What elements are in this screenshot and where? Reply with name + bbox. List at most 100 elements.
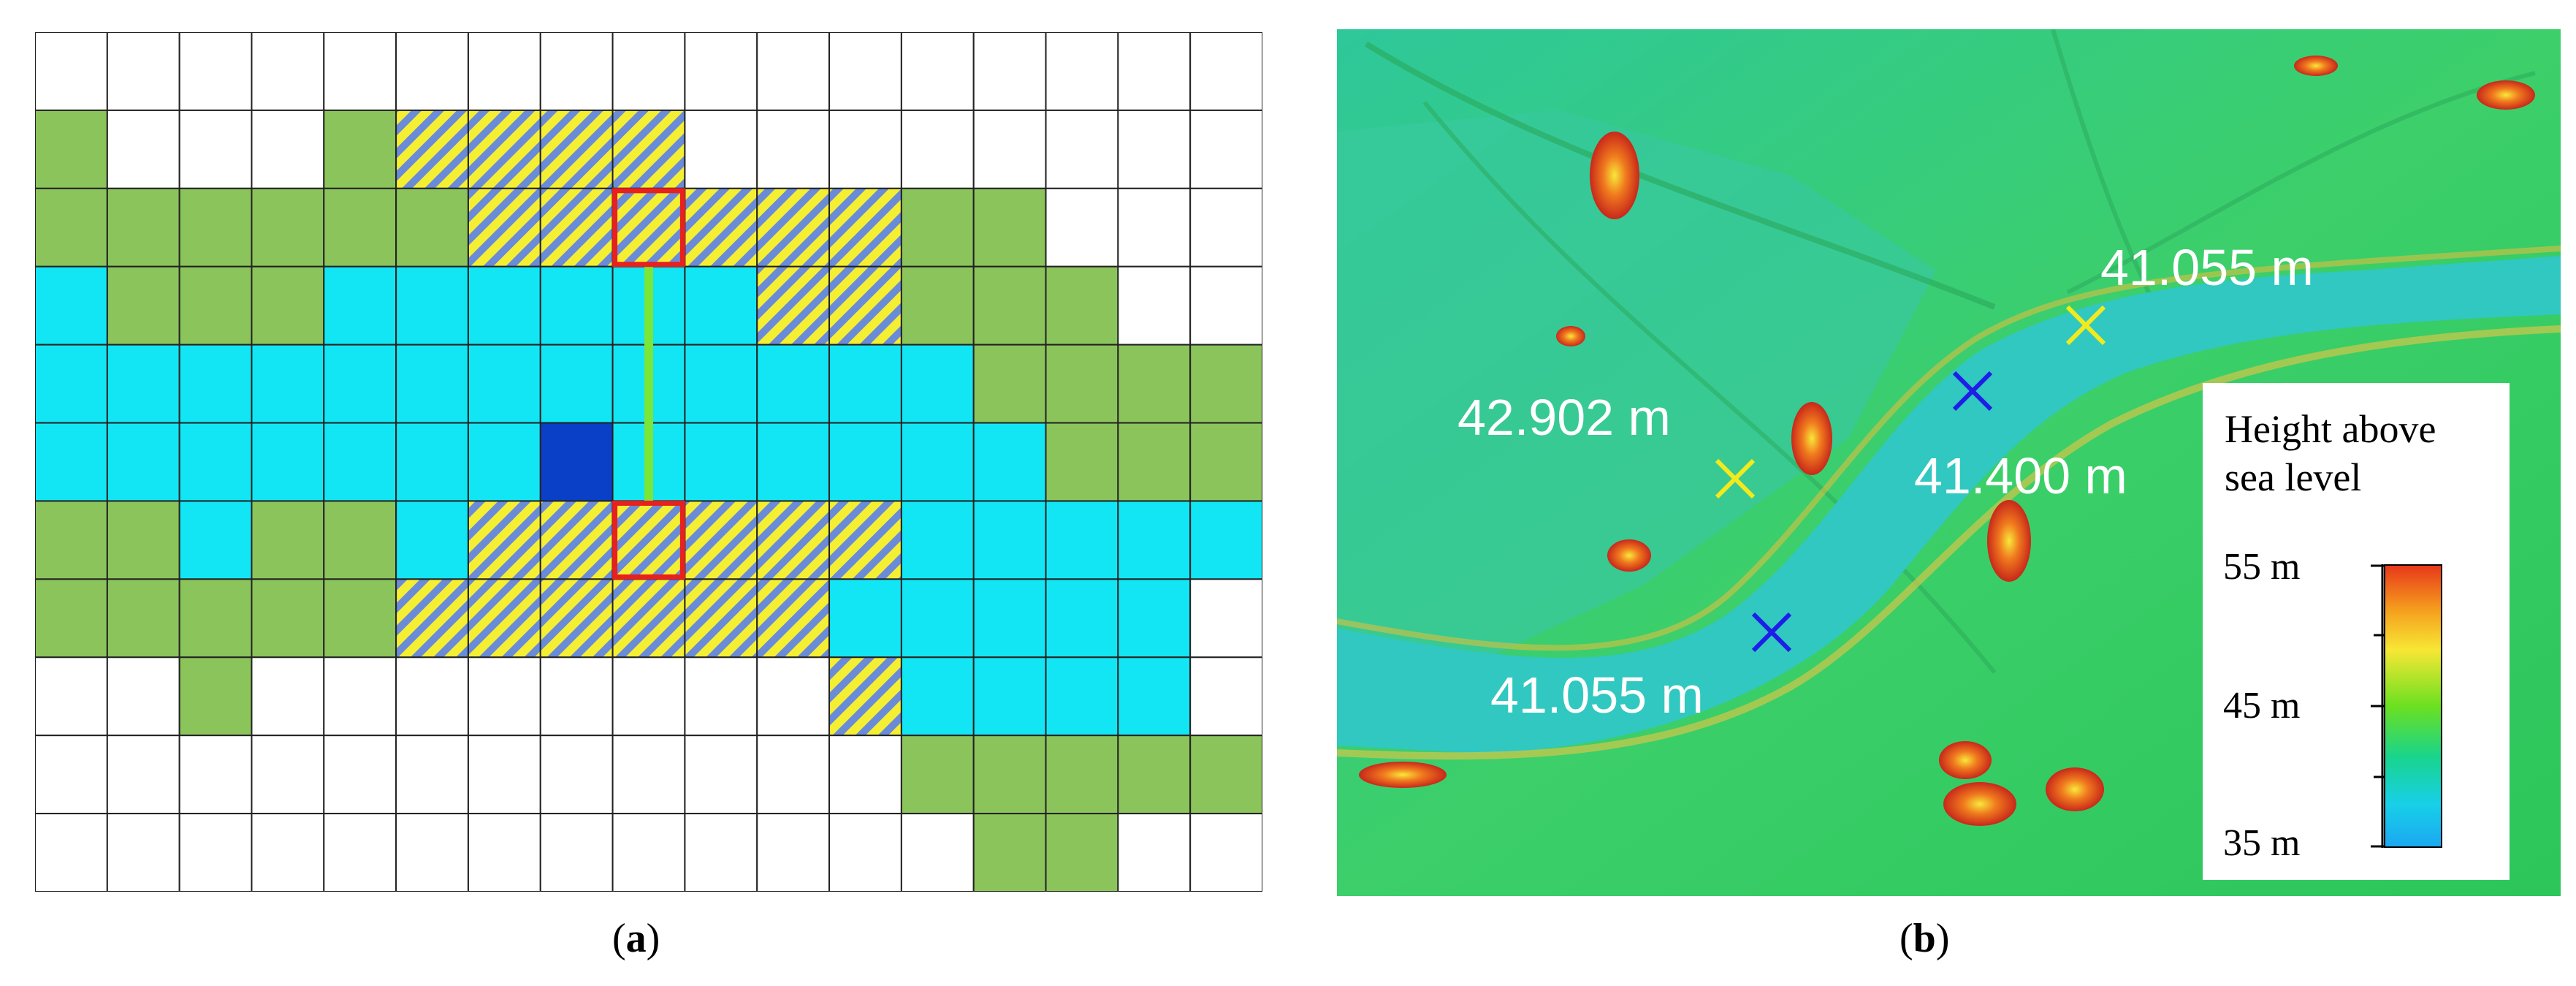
cyan-cell [539, 265, 614, 346]
cyan-cell [395, 500, 469, 580]
empty-cell [684, 813, 758, 893]
empty-cell [684, 109, 758, 189]
empty-cell [395, 813, 469, 893]
cyan-cell [251, 344, 325, 424]
empty-cell [611, 31, 686, 111]
terrain-mound [1943, 782, 2016, 826]
empty-cell [828, 813, 902, 893]
cyan-cell [972, 500, 1047, 580]
hatched-cell [828, 265, 902, 346]
cyan-cell [684, 265, 758, 346]
green-cell [972, 265, 1047, 346]
green-cell [34, 578, 108, 659]
empty-cell [34, 735, 108, 815]
cyan-cell [900, 578, 975, 659]
empty-cell [323, 31, 397, 111]
empty-cell [251, 109, 325, 189]
marker-upper-right [2065, 305, 2106, 346]
river-bank [1337, 246, 2561, 651]
cyan-cell [900, 656, 975, 737]
dark-blue-cell [539, 422, 614, 502]
cyan-cell [756, 344, 831, 424]
label-lower: 41.055 m [1490, 667, 1704, 724]
green-cell [178, 265, 253, 346]
caption-b: (b) [1899, 916, 1950, 961]
terrain-mound [1590, 132, 1639, 219]
empty-cell [106, 31, 180, 111]
terrain-mound [1939, 741, 1992, 779]
hatched-cell [756, 500, 831, 580]
empty-cell [1117, 265, 1192, 346]
green-cell [900, 187, 975, 268]
highlighted-cell [612, 188, 685, 268]
empty-cell [323, 813, 397, 893]
empty-cell [1045, 109, 1119, 189]
green-cell [1117, 344, 1192, 424]
terrain-mound [1791, 402, 1832, 475]
grid-diagram [34, 31, 1264, 893]
cyan-cell [756, 422, 831, 502]
cyan-cell [828, 578, 902, 659]
green-cell [1045, 813, 1119, 893]
empty-cell [1045, 187, 1119, 268]
green-cell [1045, 344, 1119, 424]
cyan-cell [34, 265, 108, 346]
empty-cell [1189, 578, 1264, 659]
terrain-mound [1607, 539, 1651, 572]
field-boundary [1422, 101, 1997, 674]
empty-cell [106, 813, 180, 893]
empty-cell [395, 735, 469, 815]
empty-cell [251, 656, 325, 737]
green-cell [1117, 735, 1192, 815]
hatched-cell [684, 500, 758, 580]
cyan-cell [467, 344, 541, 424]
green-cell [900, 265, 975, 346]
green-cell [1045, 735, 1119, 815]
hatched-cell [539, 187, 614, 268]
cyan-cell [34, 344, 108, 424]
hatched-cell [611, 578, 686, 659]
hatched-cell [467, 109, 541, 189]
cyan-cell [900, 500, 975, 580]
legend-tick-min: 35 m [2223, 822, 2301, 864]
green-cell [251, 578, 325, 659]
empty-cell [106, 656, 180, 737]
empty-cell [1117, 109, 1192, 189]
cyan-cell [828, 344, 902, 424]
empty-cell [106, 735, 180, 815]
label-middle: 41.400 m [1914, 447, 2127, 504]
green-cell [106, 500, 180, 580]
cyan-cell [900, 422, 975, 502]
cyan-cell [395, 265, 469, 346]
empty-cell [1189, 265, 1264, 346]
river-channel [1337, 256, 2561, 753]
hatched-cell [756, 578, 831, 659]
empty-cell [684, 735, 758, 815]
green-cell [323, 578, 397, 659]
green-cell [1045, 265, 1119, 346]
green-cell [972, 735, 1047, 815]
green-cell [323, 500, 397, 580]
cyan-cell [251, 422, 325, 502]
empty-cell [756, 735, 831, 815]
green-cell [972, 813, 1047, 893]
green-cell [1189, 344, 1264, 424]
grid-svg [34, 31, 1264, 893]
empty-cell [1189, 187, 1264, 268]
empty-cell [756, 813, 831, 893]
empty-cell [178, 31, 253, 111]
empty-cell [34, 656, 108, 737]
field-boundary [2066, 71, 2536, 295]
empty-cell [756, 109, 831, 189]
cyan-cell [395, 422, 469, 502]
empty-cell [106, 109, 180, 189]
cyan-cell [539, 344, 614, 424]
cyan-cell [1045, 500, 1119, 580]
empty-cell [1189, 109, 1264, 189]
empty-cell [539, 31, 614, 111]
empty-cell [756, 656, 831, 737]
green-cell [395, 187, 469, 268]
river-bank [1337, 325, 2561, 760]
lowland-area [1337, 110, 1936, 702]
hatched-cell [467, 500, 541, 580]
